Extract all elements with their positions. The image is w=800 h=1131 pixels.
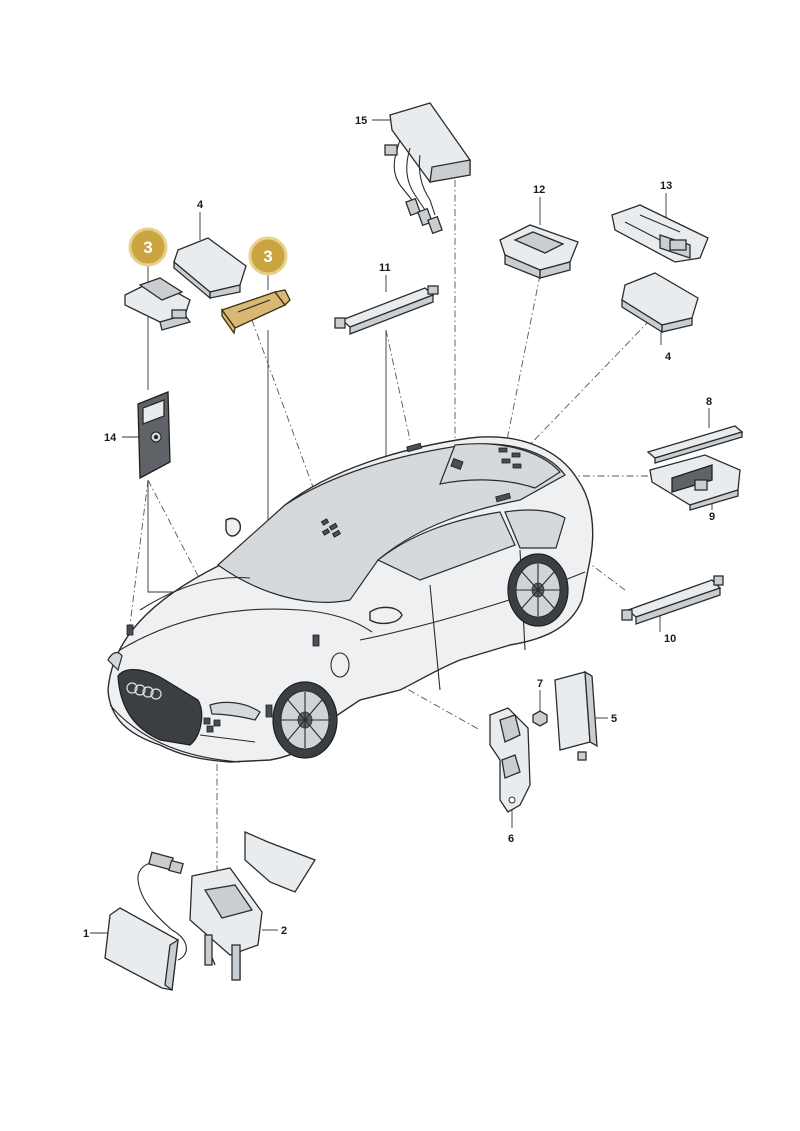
- circle-number-badge-icon: [128, 227, 168, 267]
- label-12: 12: [533, 184, 545, 196]
- label-2: 2: [281, 925, 287, 937]
- label-15: 15: [355, 115, 367, 127]
- part-15-antenna-module: [384, 102, 471, 235]
- part-12-sensor-box: [499, 224, 579, 279]
- part-5-control-unit: [554, 670, 598, 761]
- label-14: 14: [104, 432, 117, 444]
- part-6-bracket: [489, 707, 531, 813]
- badge-3-left: 3: [128, 227, 168, 267]
- label-5: 5: [611, 713, 617, 725]
- part-4-control-unit-right: [621, 272, 699, 334]
- grille-rings: [126, 682, 162, 700]
- part-3-highlighted-module: [220, 289, 291, 335]
- part-7-nut: [532, 710, 548, 727]
- part-13-bracket: [611, 204, 709, 263]
- part-14-panel: [137, 391, 171, 480]
- label-13: 13: [660, 180, 672, 192]
- label-4-top: 4: [197, 199, 204, 211]
- wheel-rear: [507, 553, 569, 627]
- badge-3-right-text: 3: [263, 247, 272, 266]
- car-mount-points: [126, 442, 522, 733]
- badge-3-right: 3: [248, 236, 288, 276]
- label-4-right: 4: [665, 351, 672, 363]
- badge-3-left-text: 3: [143, 238, 152, 257]
- label-9: 9: [709, 511, 715, 523]
- part-11-bar-antenna: [334, 285, 439, 335]
- part-2-bracket-assembly: [189, 831, 316, 981]
- label-10: 10: [664, 633, 676, 645]
- part-9-holder: [649, 454, 741, 511]
- part-4-control-unit-left: [173, 237, 247, 300]
- part-1-antenna-panel: [104, 851, 187, 992]
- car-illustration: [107, 436, 594, 763]
- wheel-front: [272, 681, 338, 759]
- label-1: 1: [83, 928, 89, 940]
- label-11: 11: [379, 262, 391, 274]
- label-8: 8: [706, 396, 712, 408]
- circle-number-badge-icon: [248, 236, 288, 276]
- part-8-strip: [646, 425, 744, 464]
- part-labels: 15 12 13 4 11 4 8 14 9 10 7 5 6 1 2: [83, 115, 715, 940]
- part-10-bar-sensor: [621, 575, 724, 625]
- part-3-control-unit: [124, 277, 192, 331]
- label-6: 6: [508, 833, 514, 845]
- label-7: 7: [537, 678, 543, 690]
